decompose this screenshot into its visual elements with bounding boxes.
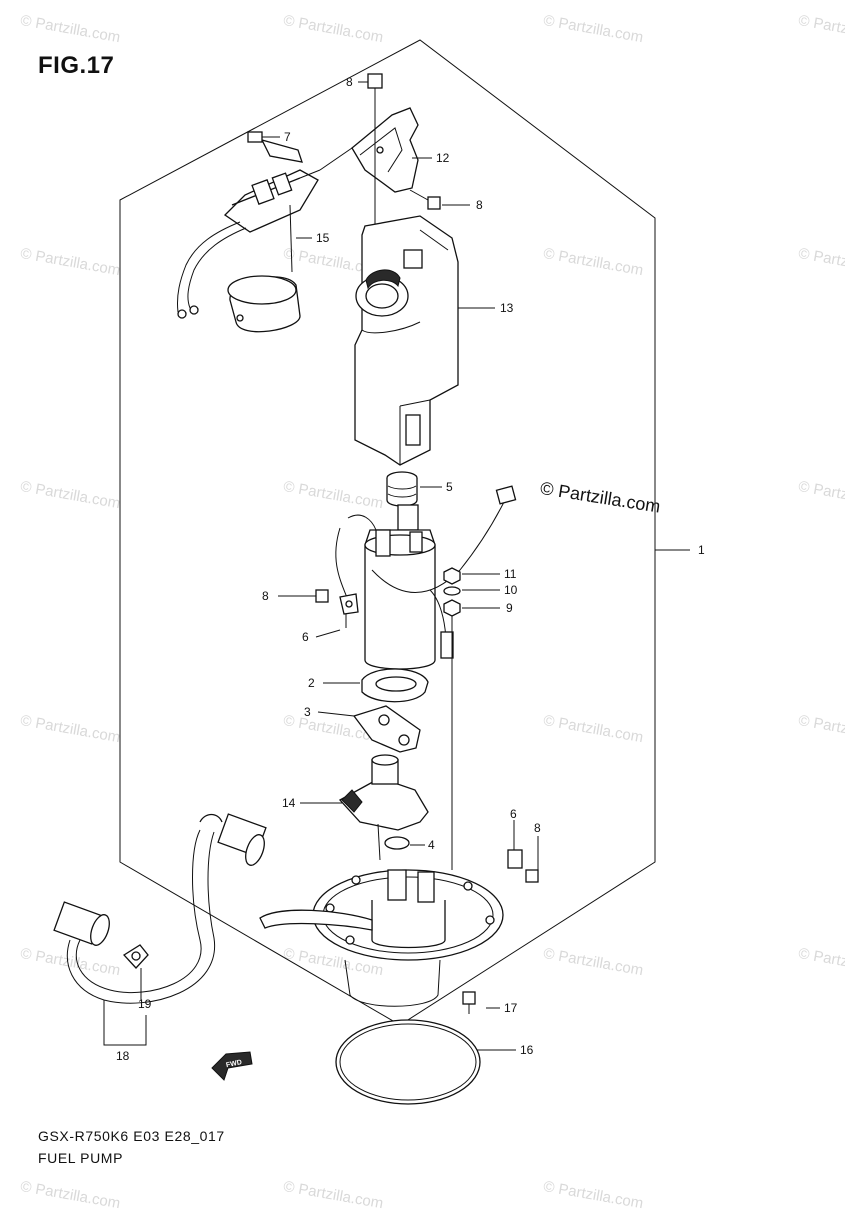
terminal-6-left <box>339 593 359 615</box>
regulator-14 <box>338 754 429 861</box>
diagram-subtitle: FUEL PUMP <box>38 1150 124 1166</box>
figure-title: FIG.17 <box>38 52 115 79</box>
fuel-hose-18 <box>53 813 267 1004</box>
filter-5 <box>386 471 418 507</box>
fwd-arrow-icon: FWD <box>211 1051 253 1081</box>
callout-19: 19 <box>138 997 152 1011</box>
terminal-6-right <box>507 849 523 869</box>
fwd-label: FWD <box>226 1059 243 1069</box>
model-code: GSX-R750K6 E03 E28_017 <box>38 1128 225 1144</box>
callout-8-top: 8 <box>346 75 353 89</box>
nut-11 <box>443 567 461 585</box>
callout-14: 14 <box>282 796 296 810</box>
pump-case-13 <box>354 215 459 466</box>
o-ring-16 <box>335 1019 481 1105</box>
leader-lines <box>103 81 690 1051</box>
bolt-8-top <box>367 73 383 232</box>
callout-labels: 1 2 3 4 5 6 6 7 8 8 8 8 9 10 11 12 13 14… <box>116 75 705 1063</box>
callout-6-right: 6 <box>510 807 517 821</box>
bolt-17 <box>462 991 476 1014</box>
callout-2: 2 <box>308 676 315 690</box>
callout-8-lower: 8 <box>534 821 541 835</box>
callout-4: 4 <box>428 838 435 852</box>
callout-8-mid: 8 <box>262 589 269 603</box>
callout-1: 1 <box>698 543 705 557</box>
callout-11: 11 <box>504 567 517 581</box>
fuel-level-gauge <box>177 138 319 333</box>
bolt-8-right <box>409 189 441 210</box>
fuel-pump-motor <box>335 485 517 670</box>
assembly-outline <box>119 39 656 1026</box>
callout-17: 17 <box>504 1001 518 1015</box>
callout-6-left: 6 <box>302 630 309 644</box>
callout-13: 13 <box>500 301 514 315</box>
callout-7: 7 <box>284 130 291 144</box>
callout-5: 5 <box>446 480 453 494</box>
callout-15: 15 <box>316 231 330 245</box>
nut-9 <box>443 599 461 617</box>
clamp-19 <box>122 944 149 1000</box>
callout-16: 16 <box>520 1043 534 1057</box>
screw-7 <box>247 131 275 143</box>
bolt-8-mid <box>315 589 329 603</box>
callout-18: 18 <box>116 1049 130 1063</box>
callout-10: 10 <box>504 583 518 597</box>
bracket-12 <box>299 107 419 193</box>
holder-3 <box>352 705 421 753</box>
washer-10 <box>443 586 461 596</box>
o-ring-4 <box>384 836 410 850</box>
fuel-pump-base-plate <box>259 869 504 1007</box>
bolt-8-lower <box>525 869 539 883</box>
callout-3: 3 <box>304 705 311 719</box>
callout-8-right: 8 <box>476 198 483 212</box>
cushion-2 <box>361 668 429 703</box>
callout-12: 12 <box>436 151 450 165</box>
callout-9: 9 <box>506 601 513 615</box>
